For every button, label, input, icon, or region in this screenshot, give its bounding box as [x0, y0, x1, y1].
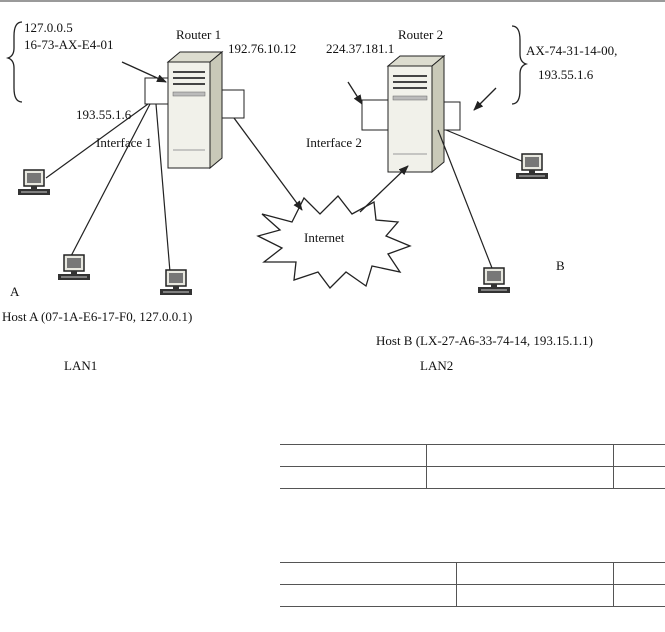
router1-left-mac: 16-73-AX-E4-01 — [24, 37, 114, 52]
router1-lan-ip: 193.55.1.6 — [76, 107, 132, 122]
table-2 — [280, 562, 665, 607]
router1-left-ip: 127.0.0.5 — [24, 20, 73, 35]
desktop-computer-icon — [515, 153, 549, 180]
router2-title: Router 2 — [398, 27, 444, 42]
internet-cloud-icon — [256, 195, 412, 289]
lan2-marker: B — [556, 258, 565, 273]
lan1-host: Host A (07-1A-E6-17-F0, 127.0.0.1) — [2, 309, 193, 324]
router2-right-mac: AX-74-31-14-00, — [526, 43, 618, 58]
lan2-name: LAN2 — [420, 358, 454, 373]
lan2-host: Host B (LX-27-A6-33-74-14, 193.15.1.1) — [376, 333, 594, 348]
right-brace — [511, 25, 529, 105]
table-row — [280, 466, 665, 489]
router2-right-ip: 193.55.1.6 — [538, 67, 594, 82]
table-cell — [426, 466, 614, 489]
arrow-internet-to-r2 — [359, 165, 409, 213]
link-r2-pc4 — [445, 129, 525, 163]
arrow-r2-right — [473, 87, 497, 111]
table-cell — [456, 562, 614, 585]
arrow-r2-left — [347, 81, 363, 105]
router2-server-icon — [361, 54, 461, 174]
router2-interface: Interface 2 — [306, 135, 362, 150]
router2-left-ip: 224.37.181.1 — [326, 41, 395, 56]
router1-server-icon — [144, 50, 245, 170]
table-cell — [280, 562, 457, 585]
table-cell — [426, 444, 614, 467]
table-cell — [280, 584, 457, 607]
router1-interface: Interface 1 — [96, 135, 152, 150]
desktop-computer-icon — [17, 169, 51, 196]
left-brace — [5, 21, 23, 103]
link-r2-pc5 — [437, 129, 493, 269]
table-row — [280, 562, 665, 585]
desktop-computer-icon — [477, 267, 511, 294]
link-r1-pc1 — [45, 103, 149, 179]
table-cell — [613, 466, 665, 489]
arrow-r1-to-internet — [233, 117, 303, 211]
lan1-marker: A — [10, 284, 20, 299]
lan1-name: LAN1 — [64, 358, 98, 373]
table-cell — [280, 466, 427, 489]
desktop-computer-icon — [159, 269, 193, 296]
router1-title: Router 1 — [176, 27, 222, 42]
table-cell — [613, 444, 665, 467]
table-cell — [456, 584, 614, 607]
link-r1-pc2 — [69, 103, 151, 259]
table-row — [280, 584, 665, 607]
table-row — [280, 444, 665, 467]
link-r1-pc3 — [155, 103, 171, 273]
top-rule — [0, 0, 665, 2]
arrow-r1-left-label — [121, 61, 167, 83]
table-cell — [613, 584, 665, 607]
table-cell — [280, 444, 427, 467]
internet-label: Internet — [304, 230, 345, 245]
router1-right-ip: 192.76.10.12 — [228, 41, 297, 56]
table-cell — [613, 562, 665, 585]
table-1 — [280, 444, 665, 489]
desktop-computer-icon — [57, 254, 91, 281]
